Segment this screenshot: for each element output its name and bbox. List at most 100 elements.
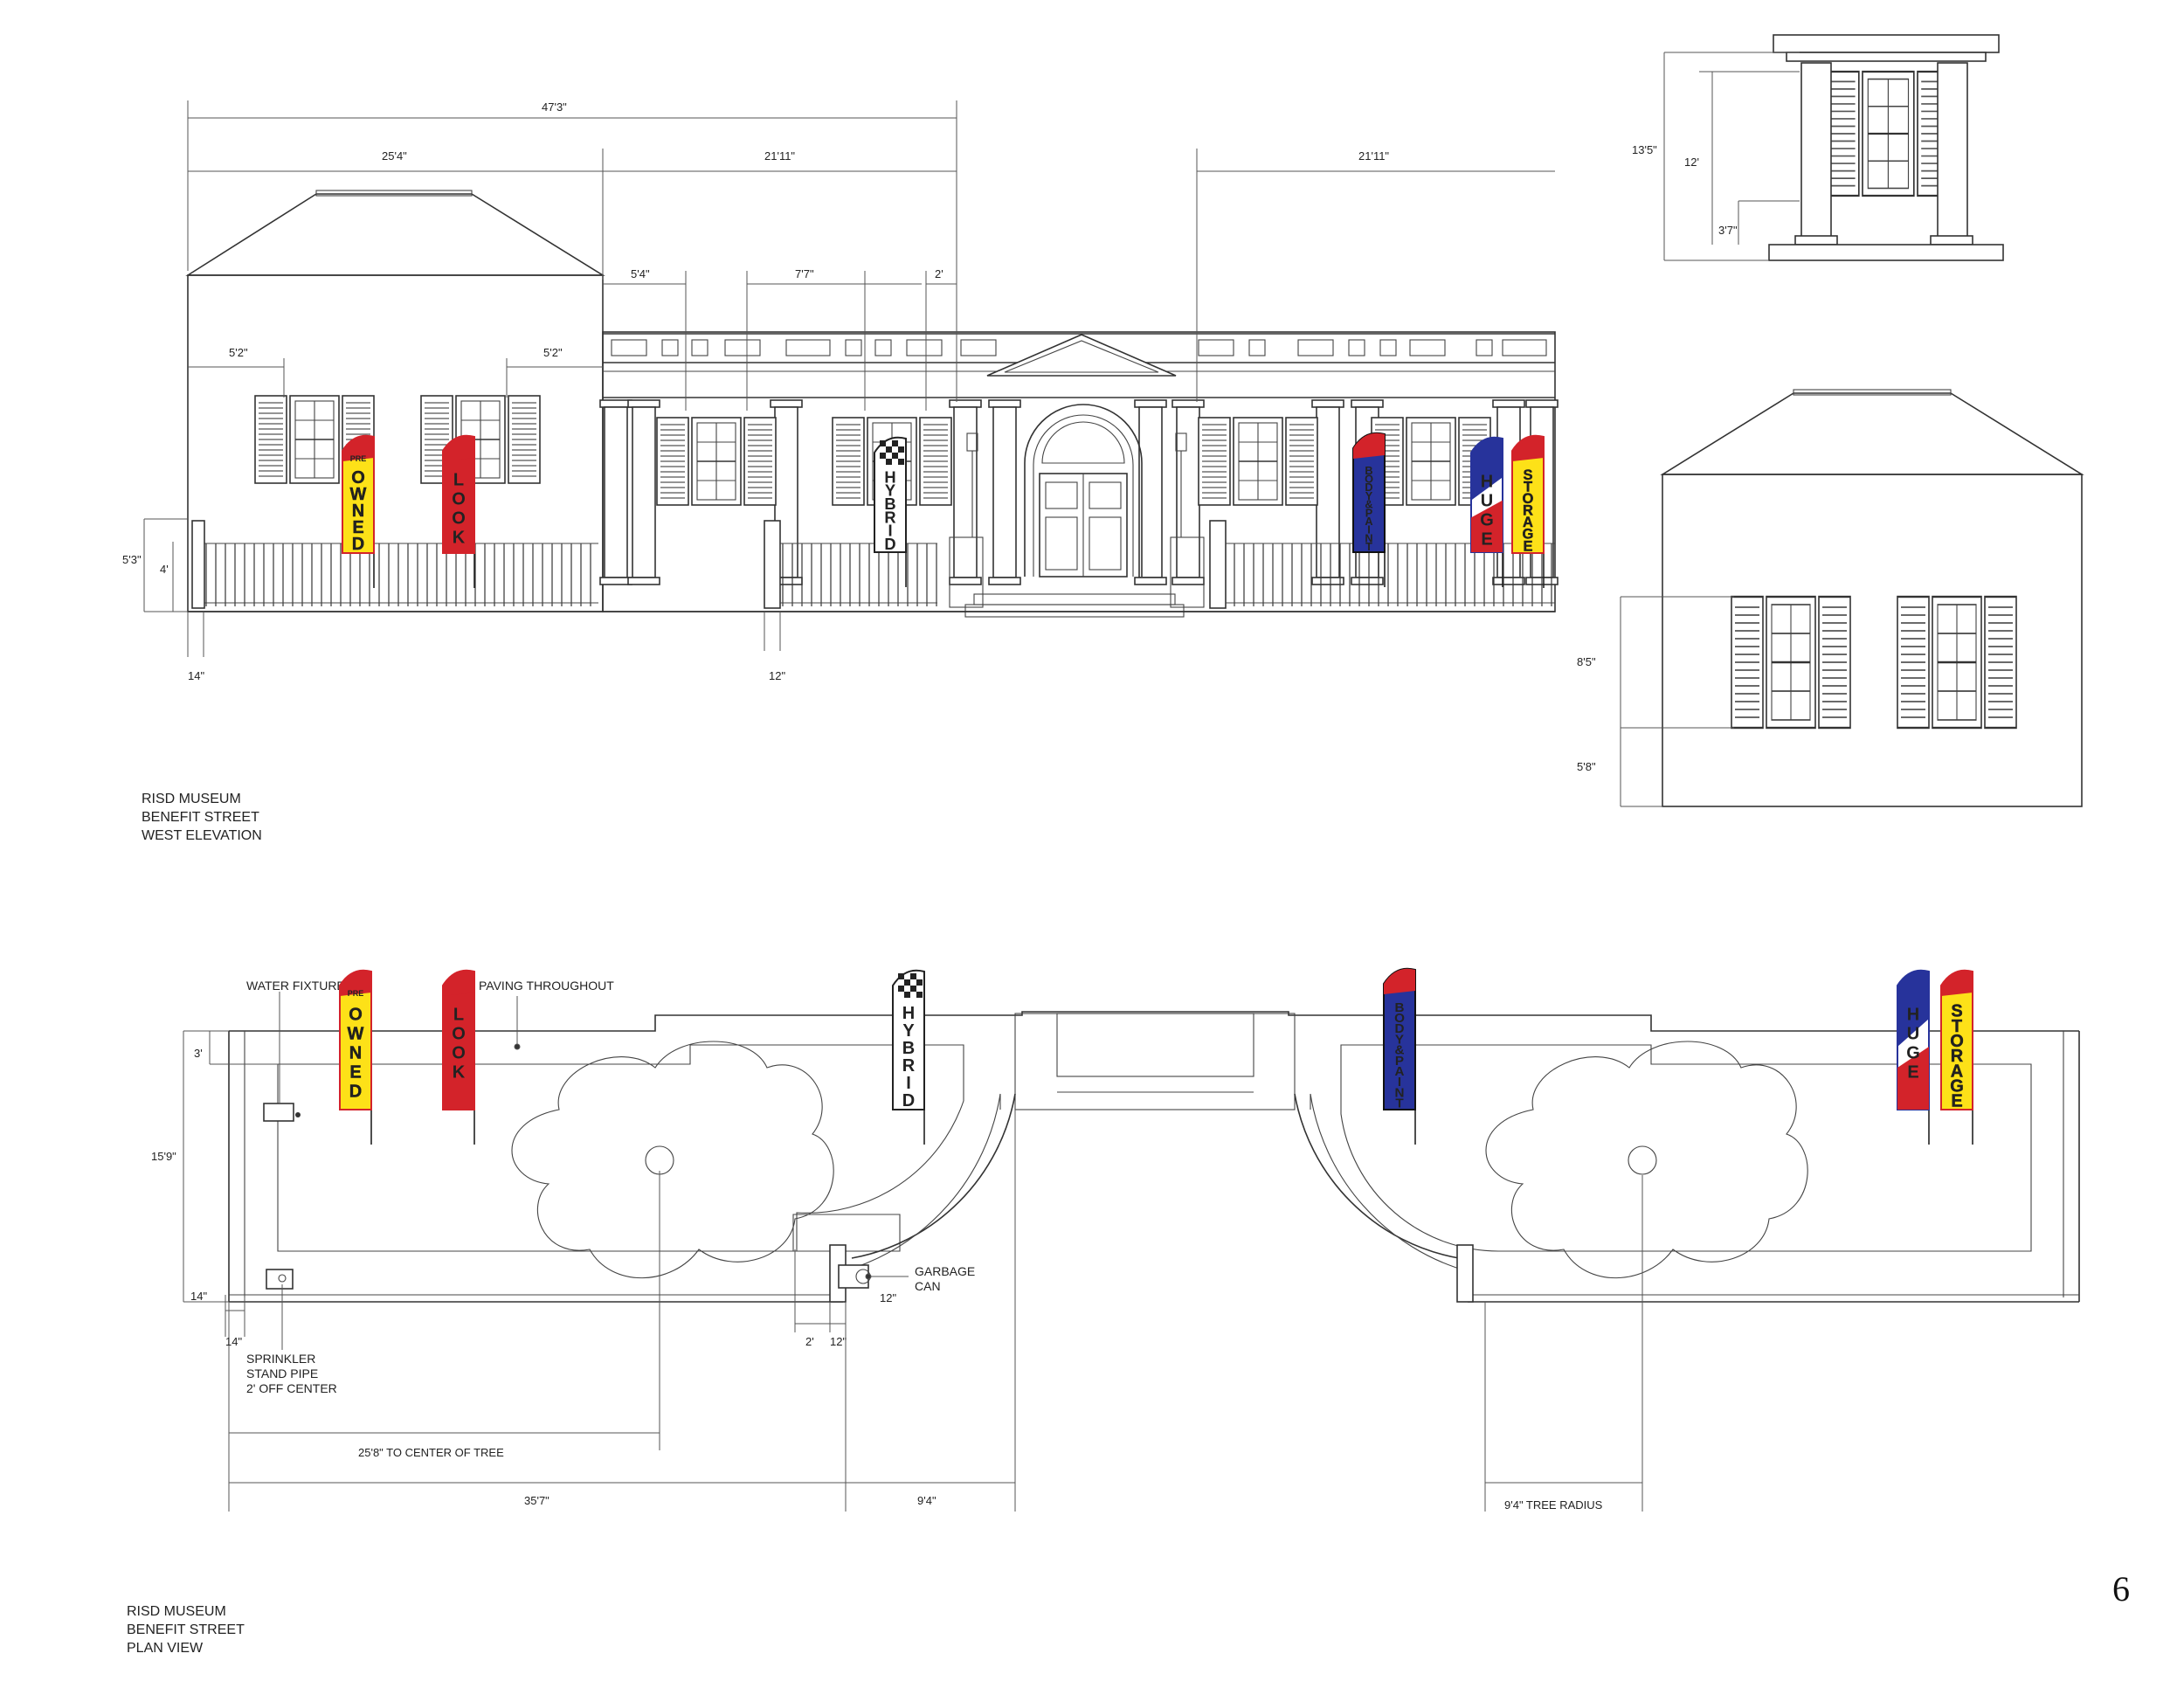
flag-checker: [898, 986, 904, 992]
flag-letter: B: [884, 495, 895, 513]
flag-letter: T: [1395, 1097, 1404, 1111]
flag-letter: O: [1394, 1011, 1405, 1026]
dim-side-height: 8'5": [1577, 655, 1596, 668]
flag-letter: E: [349, 1063, 361, 1083]
flag-letter: P: [1365, 507, 1373, 519]
flag-checker: [910, 973, 916, 979]
plan-caption-line-1: RISD MUSEUM: [127, 1604, 226, 1619]
flag-checker: [904, 979, 910, 986]
flag-letter: D: [1365, 481, 1372, 494]
dim-portico-total: 13'5": [1632, 143, 1657, 156]
flag-letter: I: [1398, 1075, 1401, 1090]
flag-letter: O: [351, 468, 365, 488]
flag-letter: &: [1395, 1043, 1405, 1058]
flag-letter: W: [350, 485, 367, 504]
label-sprinkler-3: 2' OFF CENTER: [246, 1381, 337, 1395]
flag-top: [1384, 968, 1415, 994]
flag-stripe: [1897, 970, 1929, 1047]
flag-checker: [910, 986, 916, 992]
flag-letter: D: [352, 535, 364, 554]
flag-letter: H: [884, 467, 895, 486]
dim-fence-total: 5'3": [122, 553, 142, 566]
elevation-caption-line-1: RISD MUSEUM: [142, 792, 241, 806]
flag-top: [1941, 970, 1973, 996]
flag-letter: G: [1480, 511, 1494, 530]
flag-letter: P: [1395, 1054, 1404, 1069]
dim-tree-radius: 9'4" TREE RADIUS: [1504, 1498, 1603, 1512]
label-sprinkler-1: SPRINKLER: [246, 1352, 315, 1366]
flag-letter: T: [1524, 478, 1532, 495]
portico-elevation: 13'5" 12' 3'7": [1632, 34, 2004, 261]
flag-stripe: [1897, 1047, 1929, 1110]
elevation-caption-line-2: BENEFIT STREET: [142, 810, 259, 825]
flag-letter: A: [1523, 514, 1533, 530]
flag-letter: U: [1907, 1025, 1919, 1044]
flag-top: [1512, 435, 1544, 461]
flag-letter: B: [902, 1039, 915, 1058]
dim-edge-left: 14": [225, 1335, 242, 1348]
flag-letter: E: [1481, 530, 1492, 550]
flag-top: [443, 435, 474, 461]
flag-top: [342, 435, 374, 461]
dim-center: 21'11": [764, 149, 795, 163]
flag-letter: I: [888, 522, 892, 540]
flag-letter: T: [1952, 1017, 1962, 1036]
flag-checker: [880, 440, 886, 446]
flag-letter: O: [1365, 473, 1373, 485]
flag-top: [1353, 432, 1385, 459]
flag-small-label: PRE: [350, 454, 367, 463]
elevation-caption-line-3: WEST ELEVATION: [142, 828, 262, 843]
plan-caption-line-3: PLAN VIEW: [127, 1641, 204, 1656]
label-garbage-1: GARBAGE: [915, 1264, 975, 1278]
flag-letter: H: [1907, 1006, 1919, 1025]
flag-letter: H: [902, 1004, 915, 1023]
flag-letter: L: [453, 471, 464, 490]
flag-letter: A: [1395, 1064, 1405, 1079]
flag-checker: [892, 440, 898, 446]
plan-view: WATER FIXTURE PAVING THROUGHOUT GARBAGE …: [151, 979, 2080, 1512]
flag-letter: E: [1951, 1092, 1962, 1111]
side-elevation: 8'5" 5'8": [1577, 389, 2084, 807]
flag-letter: Y: [885, 481, 895, 500]
dim-to-tree: 25'8" TO CENTER OF TREE: [358, 1446, 504, 1459]
flag-letter: S: [1951, 1002, 1962, 1021]
dim-side-base: 5'8": [1577, 760, 1596, 773]
dim-fence-height: 4': [160, 563, 169, 576]
flag-letter: &: [1365, 499, 1372, 511]
flag-letter: H: [1481, 473, 1493, 492]
dim-right: 21'11": [1358, 149, 1389, 163]
west-elevation: 47'3" 25'4" 21'11" 21'11" 5'4" 7'7" 2' 5…: [122, 100, 1559, 682]
tree-right: [1485, 1041, 1808, 1279]
flag-stripe: [1471, 437, 1503, 501]
flag-checker: [892, 453, 898, 459]
dim-bay-c: 2': [935, 267, 943, 280]
flag-letter: Y: [902, 1021, 915, 1041]
flag-letter: O: [452, 1025, 466, 1044]
dim-depth-top: 3': [194, 1047, 203, 1060]
dim-portico-window: 3'7": [1718, 224, 1738, 237]
flag-letter: R: [1951, 1047, 1964, 1066]
dim-win-offset-right: 5'2": [543, 346, 563, 359]
flag-checker: [886, 446, 892, 453]
main-entrance: [1024, 404, 1143, 578]
flag-letter: O: [1523, 490, 1534, 507]
dim-edge-bottom: 14": [190, 1290, 207, 1303]
flag-letter: B: [1395, 1000, 1405, 1015]
dim-win-offset-left: 5'2": [229, 346, 248, 359]
flag-checker: [904, 992, 910, 998]
feather-flags: OWNEDPRELOOKHYBRIDBODY&PAINTHUGESTORAGEO…: [339, 432, 1973, 1145]
flag-letter: L: [453, 1006, 464, 1025]
page-number: 6: [2112, 1569, 2130, 1608]
flag-letter: K: [453, 1063, 466, 1083]
flag-letter: O: [349, 1006, 363, 1025]
dim-post-mid: 12": [769, 669, 785, 682]
dim-post-left: 14": [188, 669, 204, 682]
flag-checker: [886, 459, 892, 465]
flag-banner: [874, 436, 907, 553]
